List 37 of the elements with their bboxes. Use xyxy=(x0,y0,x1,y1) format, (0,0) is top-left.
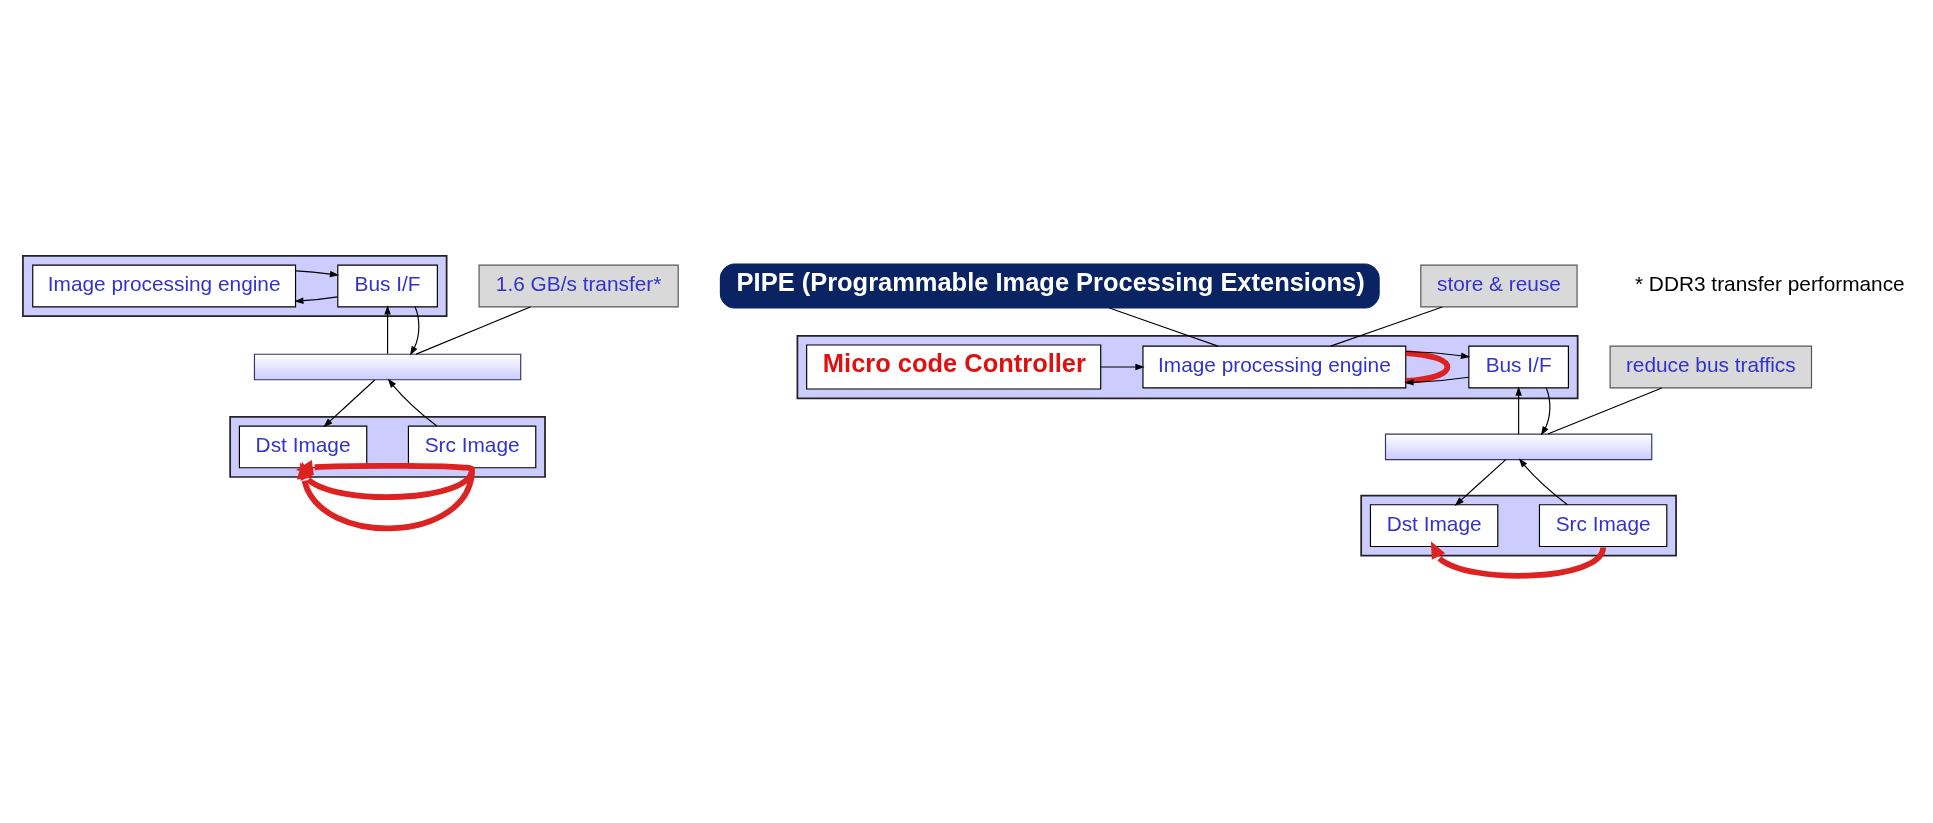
arrow xyxy=(409,306,419,356)
node-box: Image processing engine xyxy=(31,264,296,308)
cluster xyxy=(796,334,1579,400)
node-box: Src Image xyxy=(407,425,536,469)
node-box: Dst Image xyxy=(238,425,367,469)
label: * DDR3 transfer performance xyxy=(1634,272,1905,296)
node-box: Bus I/F xyxy=(336,264,438,308)
connector xyxy=(1546,387,1662,435)
connector xyxy=(1108,307,1219,347)
arrow xyxy=(1540,387,1550,436)
connector xyxy=(1329,306,1443,347)
node-box: Micro code Controller xyxy=(805,344,1101,390)
arrow xyxy=(1514,386,1522,435)
arrow xyxy=(295,460,473,475)
node-box: store & reuse xyxy=(1419,264,1578,308)
node-bar xyxy=(253,353,521,381)
arrow xyxy=(1454,459,1506,506)
connector xyxy=(415,306,531,355)
arrow xyxy=(293,296,338,304)
arrow xyxy=(1099,363,1145,371)
arrow xyxy=(1404,350,1470,359)
node-box: reduce bus traffics xyxy=(1609,345,1812,389)
arrow xyxy=(1403,376,1469,386)
arrow xyxy=(1430,541,1606,579)
arrow xyxy=(322,379,375,428)
node-box: 1.6 GB/s transfer* xyxy=(477,264,679,308)
node-box: Src Image xyxy=(1538,504,1667,548)
connector xyxy=(1405,350,1450,384)
node-box: Image processing engine xyxy=(1141,345,1406,389)
arrow xyxy=(294,270,339,278)
node-box: Bus I/F xyxy=(1467,345,1569,389)
arrow xyxy=(387,378,437,427)
arrow xyxy=(1518,458,1568,506)
arrow xyxy=(383,305,391,355)
node-bar xyxy=(1384,433,1652,461)
node-box: PIPE (Programmable Image Processing Extensions) xyxy=(719,263,1380,309)
node-box: Dst Image xyxy=(1369,504,1498,548)
